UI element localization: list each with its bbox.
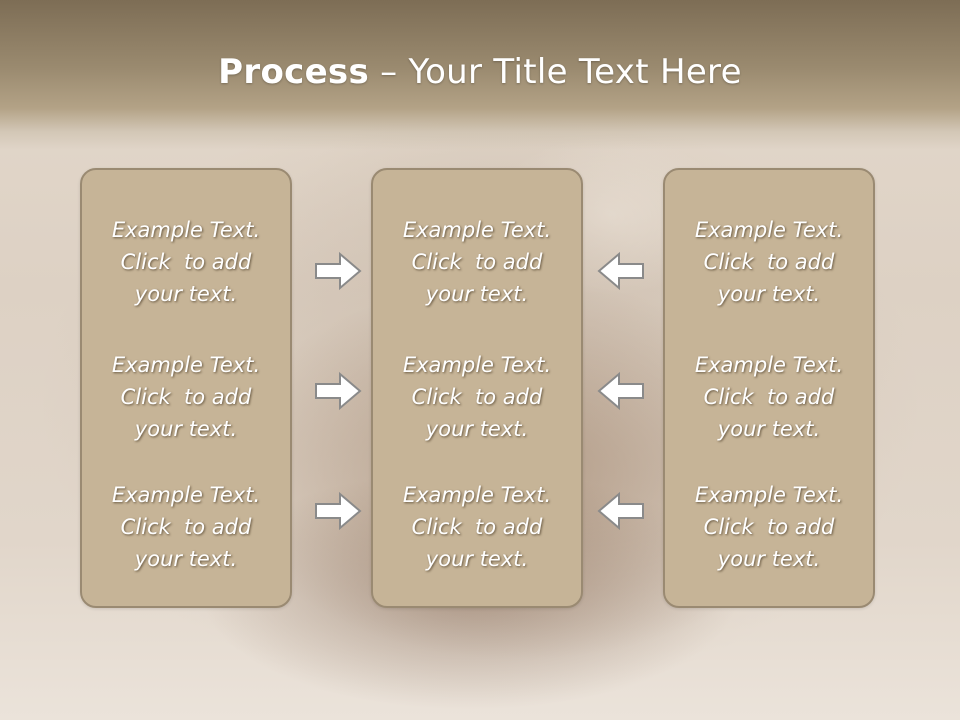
- text-line: Click to add: [703, 515, 835, 539]
- left-arrow-icon[interactable]: [597, 491, 645, 531]
- left-arrow-icon[interactable]: [597, 371, 645, 411]
- text-line: Example Text.: [111, 353, 261, 377]
- text-line: your text.: [717, 282, 821, 306]
- title-dash: –: [369, 52, 409, 92]
- text-line: Click to add: [411, 385, 543, 409]
- right-arrow-icon[interactable]: [314, 251, 362, 291]
- panel-middle[interactable]: Example Text. Click to add your text. Ex…: [371, 168, 583, 608]
- text-line: your text.: [717, 417, 821, 441]
- text-line: Example Text.: [694, 483, 844, 507]
- text-line: your text.: [134, 282, 238, 306]
- text-line: Example Text.: [402, 353, 552, 377]
- text-block[interactable]: Example Text. Click to add your text.: [373, 214, 581, 310]
- text-line: Click to add: [411, 515, 543, 539]
- text-line: Click to add: [703, 250, 835, 274]
- text-line: your text.: [425, 282, 529, 306]
- slide-title[interactable]: Process – Your Title Text Here: [0, 52, 960, 92]
- panel-right[interactable]: Example Text. Click to add your text. Ex…: [663, 168, 875, 608]
- text-block[interactable]: Example Text. Click to add your text.: [82, 214, 290, 310]
- panel-left[interactable]: Example Text. Click to add your text. Ex…: [80, 168, 292, 608]
- title-bold: Process: [218, 52, 370, 92]
- text-block[interactable]: Example Text. Click to add your text.: [665, 349, 873, 445]
- left-arrow-icon[interactable]: [597, 251, 645, 291]
- text-line: Example Text.: [402, 483, 552, 507]
- title-text: Your Title Text Here: [408, 52, 742, 92]
- text-line: Click to add: [120, 515, 252, 539]
- text-line: Click to add: [120, 385, 252, 409]
- text-line: your text.: [134, 417, 238, 441]
- right-arrow-icon[interactable]: [314, 491, 362, 531]
- text-block[interactable]: Example Text. Click to add your text.: [82, 349, 290, 445]
- text-line: your text.: [425, 547, 529, 571]
- title-bar: [0, 0, 960, 150]
- text-line: Click to add: [120, 250, 252, 274]
- text-line: Example Text.: [694, 353, 844, 377]
- text-line: Example Text.: [111, 218, 261, 242]
- text-line: Example Text.: [694, 218, 844, 242]
- right-arrow-icon[interactable]: [314, 371, 362, 411]
- text-block[interactable]: Example Text. Click to add your text.: [373, 479, 581, 575]
- text-line: Example Text.: [111, 483, 261, 507]
- text-line: Click to add: [411, 250, 543, 274]
- text-block[interactable]: Example Text. Click to add your text.: [373, 349, 581, 445]
- text-block[interactable]: Example Text. Click to add your text.: [665, 214, 873, 310]
- text-line: Click to add: [703, 385, 835, 409]
- text-block[interactable]: Example Text. Click to add your text.: [665, 479, 873, 575]
- text-line: your text.: [717, 547, 821, 571]
- text-line: your text.: [134, 547, 238, 571]
- text-line: your text.: [425, 417, 529, 441]
- text-line: Example Text.: [402, 218, 552, 242]
- text-block[interactable]: Example Text. Click to add your text.: [82, 479, 290, 575]
